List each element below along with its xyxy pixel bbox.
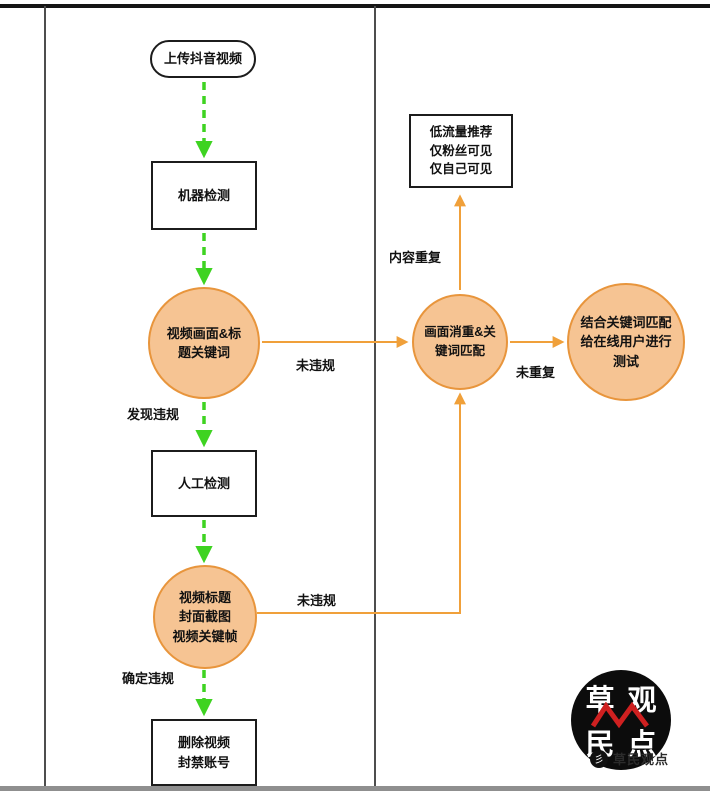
edge-label-content-duplicate: 内容重复 (389, 250, 442, 265)
logo-char: 点 (627, 727, 657, 761)
node-machine-check: 机器检测 (151, 161, 257, 230)
logo-char: 观 (627, 683, 657, 717)
node-dedup-match: 画面消重&关 键词匹配 (412, 294, 508, 390)
watermark-caption-icon: 彡 (590, 749, 608, 768)
node-keyframe-check: 视频标题 封面截图 视频关键帧 (153, 565, 257, 669)
edge-label-not-duplicate: 未重复 (516, 365, 556, 380)
frame-line-top (0, 4, 710, 8)
watermark-logo: 草 观 民 点 (571, 670, 671, 770)
edge-label-violation-found: 发现违规 (127, 407, 180, 422)
edge-keyframe-check-to-dedup (257, 392, 466, 614)
edge-label-no-violation-top: 未违规 (296, 358, 336, 373)
frame-line-left (44, 6, 46, 788)
watermark-caption-text: 草民观点 (613, 752, 670, 767)
edge-label-confirmed-violation: 确定违规 (122, 671, 175, 686)
node-keyword-check: 视频画面&标 题关键词 (148, 287, 260, 399)
frame-line-bottom (0, 786, 710, 791)
watermark-caption: 彡 草民观点 (590, 749, 669, 768)
node-delete-ban: 删除视频 封禁账号 (151, 719, 257, 786)
node-upload-video: 上传抖音视频 (150, 40, 256, 78)
frame-line-middle (374, 6, 376, 788)
node-low-traffic: 低流量推荐 仅粉丝可见 仅自己可见 (409, 114, 513, 188)
logo-red-mark-icon (591, 702, 649, 729)
node-manual-check: 人工检测 (151, 450, 257, 517)
node-online-test: 结合关键词匹配 给在线用户进行 测试 (567, 283, 685, 401)
edge-label-no-violation-bottom: 未违规 (297, 593, 337, 608)
